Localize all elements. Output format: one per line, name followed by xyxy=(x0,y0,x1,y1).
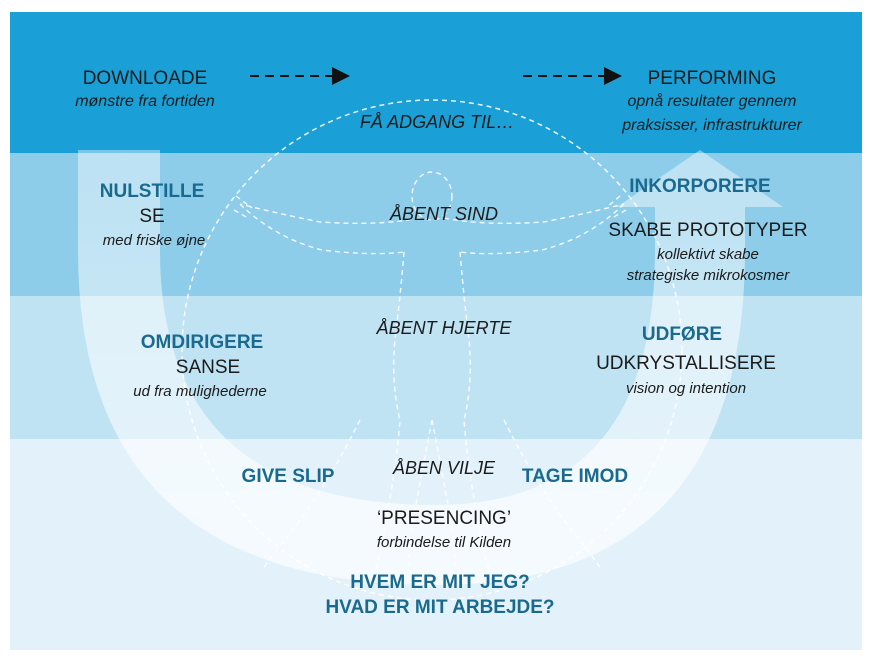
question-who: HVEM ER MIT JEG? xyxy=(350,572,530,593)
redirect-title: OMDIRIGERE xyxy=(140,332,264,353)
receive-title: TAGE IMOD xyxy=(521,466,629,487)
sense-subtitle: ud fra mulighederne xyxy=(133,383,267,400)
enact-title: UDFØRE xyxy=(641,324,723,345)
u-arrow xyxy=(78,150,783,585)
prototype-subtitle-2: strategiske mikrokosmer xyxy=(626,267,790,284)
download-title: DOWNLOADE xyxy=(82,68,208,89)
vitruvian-figure xyxy=(233,171,627,591)
reset-title: NULSTILLE xyxy=(99,181,205,202)
crystallize-label: UDKRYSTALLISERE xyxy=(596,353,776,374)
let-go-title: GIVE SLIP xyxy=(241,466,335,487)
see-label: SE xyxy=(139,206,165,227)
performing-subtitle-2: praksisser, infrastrukturer xyxy=(622,117,802,134)
download-subtitle: mønstre fra fortiden xyxy=(75,93,215,110)
question-work: HVAD ER MIT ARBEJDE? xyxy=(325,597,555,618)
presencing-subtitle: forbindelse til Kilden xyxy=(376,534,512,551)
vitruvian-circle xyxy=(181,99,683,601)
performing-subtitle-1: opnå resultater gennem xyxy=(627,93,797,110)
open-mind-label: ÅBENT SIND xyxy=(389,204,499,224)
sense-label: SANSE xyxy=(175,357,241,378)
band-top xyxy=(10,12,862,153)
open-heart-label: ÅBENT HJERTE xyxy=(376,318,512,338)
presencing-label: ‘PRESENCING’ xyxy=(376,508,512,529)
see-subtitle: med friske øjne xyxy=(102,232,206,249)
dashed-arrow-left xyxy=(250,67,350,85)
embody-title: INKORPORERE xyxy=(629,176,771,197)
crystallize-subtitle: vision og intention xyxy=(625,380,747,397)
prototype-label: SKABE PROTOTYPER xyxy=(608,220,808,241)
access-label: FÅ ADGANG TIL… xyxy=(359,112,515,132)
performing-title: PERFORMING xyxy=(647,68,777,89)
prototype-subtitle-1: kollektivt skabe xyxy=(657,246,759,263)
dashed-arrow-right xyxy=(523,67,622,85)
open-will-label: ÅBEN VILJE xyxy=(392,458,496,478)
